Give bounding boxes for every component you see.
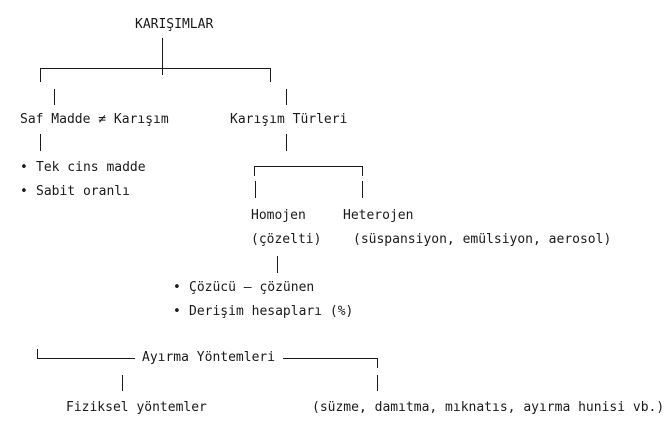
left-bullet-1: Tek cins madde xyxy=(36,160,146,175)
homogeneous-bullet-2: Derişim hesapları (%) xyxy=(189,304,354,319)
separation-right-line xyxy=(283,358,377,359)
physical-methods-label: Fiziksel yöntemler xyxy=(66,400,207,415)
types-connector xyxy=(286,134,287,151)
physical-connector xyxy=(122,375,123,391)
homogeneous-bullets-connector xyxy=(277,256,278,273)
separation-left-line xyxy=(37,358,135,359)
bullet-icon: • xyxy=(20,160,28,175)
heterogeneous-connector xyxy=(362,181,363,198)
heterogeneous-label: Heterojen xyxy=(343,208,414,223)
separation-left-tick xyxy=(37,349,38,359)
homogeneous-bullet-1: Çözücü – çözünen xyxy=(189,280,315,295)
left-bullet-2: Sabit oranlı xyxy=(36,184,130,199)
right-drop-tick xyxy=(270,68,271,82)
bullet-icon: • xyxy=(20,184,28,199)
homogeneous-label: Homojen xyxy=(251,208,306,223)
method-examples-label: (süzme, damıtma, mıknatıs, ayırma hunisi… xyxy=(312,400,665,415)
bullet-icon: • xyxy=(173,280,181,295)
left-bullets-connector xyxy=(40,134,41,151)
homogeneous-connector xyxy=(255,181,256,198)
root-split-line xyxy=(40,68,270,69)
left-drop-tick xyxy=(40,68,41,82)
root-connector xyxy=(162,38,163,75)
pure-vs-mixture-label: Saf Madde ≠ Karışım xyxy=(20,112,169,127)
right-connector xyxy=(286,89,287,105)
types-split-line xyxy=(254,166,363,167)
mixture-types-label: Karışım Türleri xyxy=(230,112,348,127)
methods-connector xyxy=(377,375,378,391)
heterogeneous-tick xyxy=(362,166,363,176)
root-label: KARIŞIMLAR xyxy=(135,17,214,32)
homogeneous-tick xyxy=(254,166,255,176)
heterogeneous-subtitle: (süspansiyon, emülsiyon, aerosol) xyxy=(353,232,612,247)
left-connector xyxy=(54,89,55,105)
separation-right-tick xyxy=(377,358,378,368)
homogeneous-subtitle: (çözelti) xyxy=(251,232,322,247)
bullet-icon: • xyxy=(173,304,181,319)
separation-label: Ayırma Yöntemleri xyxy=(142,350,276,365)
